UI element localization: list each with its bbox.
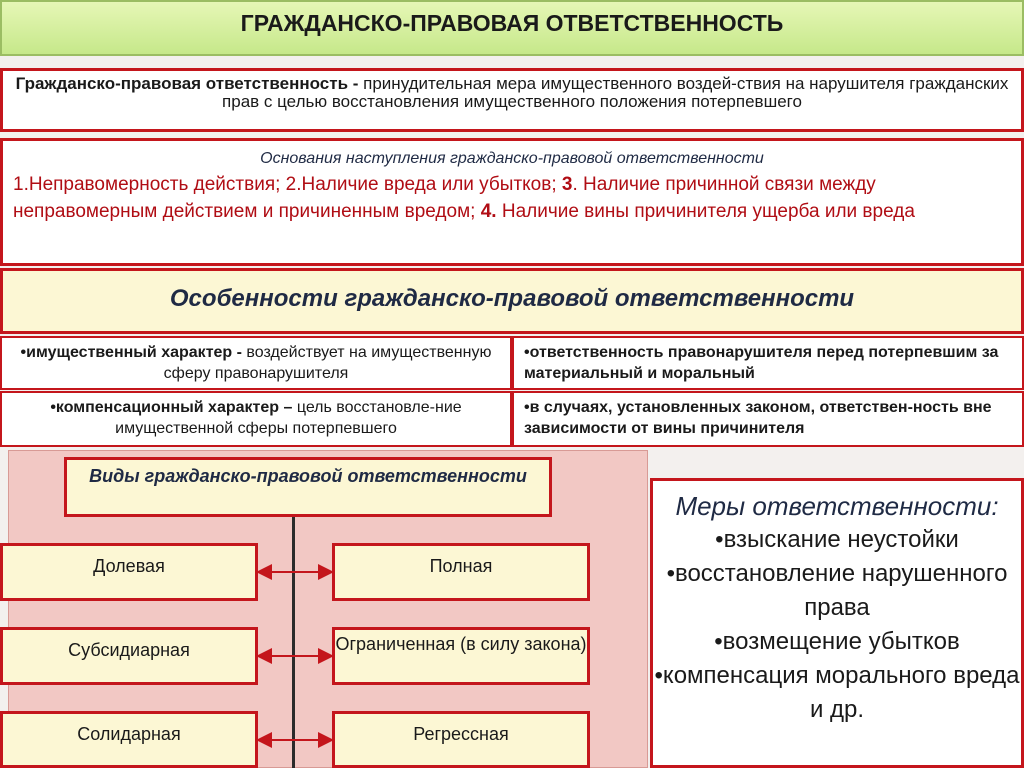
- measure-item: •возмещение убытков: [714, 628, 960, 655]
- type-regress: Регрессная: [332, 711, 590, 768]
- grounds-box: Основания наступления гражданско-правово…: [0, 138, 1024, 266]
- definition-box: Гражданско-правовая ответственность - пр…: [0, 68, 1024, 132]
- measure-item: •взыскание неустойки: [715, 526, 959, 553]
- type-subsidiary: Субсидиарная: [0, 627, 258, 685]
- feature-liability-to-victim: •ответственность правонарушителя перед п…: [512, 336, 1024, 390]
- types-heading: Виды гражданско-правовой ответственности: [64, 457, 552, 517]
- feature-property-character: •имущественный характер - воздействует н…: [0, 336, 512, 390]
- type-joint: Солидарная: [0, 711, 258, 768]
- page-title: ГРАЖДАНСКО-ПРАВОВАЯ ОТВЕТСТВЕННОСТЬ: [0, 0, 1024, 56]
- feature-2-label: •компенсационный характер –: [50, 399, 297, 416]
- feature-1-label: •имущественный характер -: [20, 344, 247, 361]
- grounds-text: 1.Неправомерность действия; 2.Наличие вр…: [13, 171, 1011, 225]
- measures-box: Меры ответственности: •взыскание неустой…: [650, 478, 1024, 768]
- type-shared: Долевая: [0, 543, 258, 601]
- grounds-number-4: 4.: [480, 201, 497, 222]
- definition-term: Гражданско-правовая ответственность -: [15, 74, 359, 93]
- grounds-heading: Основания наступления гражданско-правово…: [260, 150, 764, 167]
- features-heading: Особенности гражданско-правовой ответств…: [0, 268, 1024, 334]
- connector-trunk: [292, 517, 295, 768]
- grounds-part-3: Наличие вины причинителя ущерба или вред…: [496, 201, 915, 222]
- grounds-part-2: . Наличие причинной связи между неправом…: [13, 174, 876, 222]
- feature-1-text: воздействует на имущественную сферу прав…: [163, 344, 492, 382]
- grounds-number-3: 3: [561, 174, 573, 195]
- measures-heading: Меры ответственности:: [675, 491, 999, 521]
- measure-item: •восстановление нарушенного права: [666, 560, 1008, 621]
- feature-no-fault-liability: •в случаях, установленных законом, ответ…: [512, 391, 1024, 447]
- feature-compensation-character: •компенсационный характер – цель восстан…: [0, 391, 512, 447]
- feature-2-text: цель восстановле-ние имущественной сферы…: [115, 399, 462, 437]
- type-limited: Ограниченная (в силу закона): [332, 627, 590, 685]
- definition-text: принудительная мера имущественного возде…: [222, 74, 1009, 111]
- type-full: Полная: [332, 543, 590, 601]
- measure-item: •компенсация морального вреда и др.: [654, 662, 1020, 723]
- grounds-part-1: 1.Неправомерность действия; 2.Наличие вр…: [13, 174, 562, 195]
